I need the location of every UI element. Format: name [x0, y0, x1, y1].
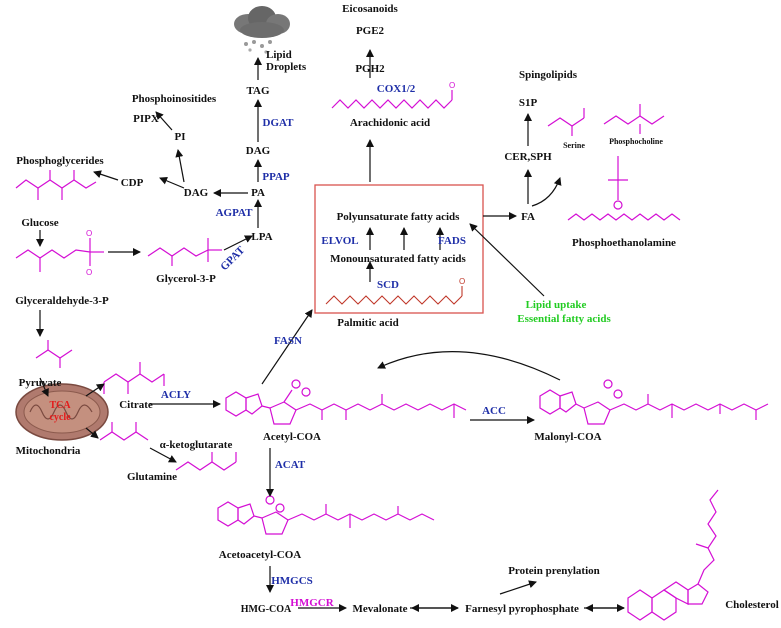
svg-text:O: O — [449, 81, 455, 90]
label-s1p: S1P — [519, 97, 538, 109]
label-phosphoinositides: Phosphoinositides — [132, 93, 217, 105]
citrate-structure — [103, 373, 165, 383]
svg-text:O: O — [86, 229, 92, 238]
label-glyceraldehyde-3p: Glyceraldehyde-3-P — [15, 295, 109, 307]
label-tca: TCA — [49, 400, 71, 411]
label-hmg-coa: HMG-COA — [241, 604, 292, 615]
label-glutamine: Glutamine — [127, 471, 177, 483]
cholesterol-structure — [627, 489, 719, 621]
label-glycerol-3p: Glycerol-3-P — [156, 273, 216, 285]
label-pge2: PGE2 — [356, 25, 385, 37]
enzyme-hmgcr: HMGCR — [290, 597, 334, 609]
label-acetyl-coa: Acetyl-COA — [263, 431, 321, 443]
pyruvate-structure — [35, 349, 73, 359]
svg-text:O: O — [86, 268, 92, 277]
label-protein-prenylation: Protein prenylation — [508, 565, 600, 577]
mitochondria-shape — [15, 383, 109, 441]
arachidonic-acid-structure — [331, 99, 453, 109]
label-phosphocholine: Phosphocholine — [609, 137, 663, 146]
enzyme-ppap: PPAP — [262, 171, 290, 183]
label-cycle: cycle — [49, 412, 71, 423]
fatty-acid-synthesis-box — [314, 184, 484, 314]
label-phosphoglycerides: Phosphoglycerides — [16, 155, 104, 167]
label-alpha-ketoglutarate: α-ketoglutarate — [160, 439, 233, 451]
label-arachidonic-acid: Arachidonic acid — [350, 117, 430, 129]
acetyl-coa-structure — [225, 379, 467, 425]
enzyme-fasn: FASN — [274, 335, 302, 347]
label-cholesterol: Cholesterol — [725, 599, 779, 611]
phosphocholine-structure — [603, 115, 665, 125]
enzyme-scd: SCD — [377, 279, 399, 291]
label-essential-fatty-acids: Essential fatty acids — [517, 313, 611, 325]
label-pufa: Polyunsaturate fatty acids — [337, 211, 461, 223]
label-cdp: CDP — [121, 177, 144, 189]
lipid-droplets-cloud — [234, 6, 290, 54]
pathway-arrows — [36, 49, 625, 612]
acetoacetyl-coa-structure — [217, 495, 435, 535]
label-malonyl-coa: Malonyl-COA — [534, 431, 601, 443]
label-tag: TAG — [246, 85, 269, 97]
label-sphingolipids: Spingolipids — [519, 69, 578, 81]
enzyme-acat: ACAT — [275, 459, 306, 471]
enzyme-hmgcs: HMGCS — [271, 575, 313, 587]
svg-text:O: O — [459, 277, 465, 286]
enzyme-fads: FADS — [438, 235, 466, 247]
label-pgh2: PGH2 — [355, 63, 385, 75]
enzyme-cox: COX1/2 — [377, 83, 416, 95]
enzyme-elvol: ELVOL — [321, 235, 358, 247]
label-phosphoethanolamine: Phosphoethanolamine — [572, 237, 676, 249]
enzyme-acc: ACC — [482, 405, 506, 417]
label-palmitic-acid: Palmitic acid — [337, 317, 398, 329]
label-lipid-uptake: Lipid uptake — [526, 299, 587, 311]
label-lipid: Lipid — [266, 49, 292, 61]
label-acetoacetyl-coa: Acetoacetyl-COA — [219, 549, 302, 561]
enzyme-agpat: AGPAT — [216, 207, 254, 219]
enzyme-dgat: DGAT — [263, 117, 295, 129]
label-eicosanoids: Eicosanoids — [342, 3, 398, 15]
label-lpa: LPA — [251, 231, 272, 243]
label-pa: PA — [251, 187, 265, 199]
palmitic-acid-structure — [325, 295, 463, 305]
glyceraldehyde-3p-structure — [15, 249, 91, 259]
label-mitochondria: Mitochondria — [16, 445, 81, 457]
label-dag-left: DAG — [184, 187, 209, 199]
label-dag-top: DAG — [246, 145, 271, 157]
label-cer-sph: CER,SPH — [504, 151, 552, 163]
label-pipx: PIPX — [133, 113, 159, 125]
label-farnesyl-pyrophosphate: Farnesyl pyrophosphate — [465, 603, 579, 615]
label-fa: FA — [521, 211, 535, 223]
label-mevalonate: Mevalonate — [353, 603, 408, 615]
alpha-ketoglutarate-structure — [99, 431, 149, 441]
glycerol-3p-structure — [147, 247, 209, 257]
glutamine-structure — [175, 461, 237, 471]
malonyl-coa-structure — [539, 379, 769, 425]
label-mufa: Monounsaturated fatty acids — [330, 253, 466, 265]
label-droplets: Droplets — [266, 61, 307, 73]
label-pyruvate: Pyruvate — [19, 377, 62, 389]
phosphoethanolamine-structure — [567, 156, 681, 221]
label-serine: Serine — [563, 141, 585, 150]
serine-structure — [547, 117, 585, 127]
glucose-structure — [15, 179, 97, 189]
label-citrate: Citrate — [119, 399, 153, 411]
enzyme-acly: ACLY — [161, 389, 191, 401]
label-pi: PI — [175, 131, 186, 143]
enzyme-gpat: GPAT — [218, 244, 247, 273]
label-glucose: Glucose — [21, 217, 58, 229]
